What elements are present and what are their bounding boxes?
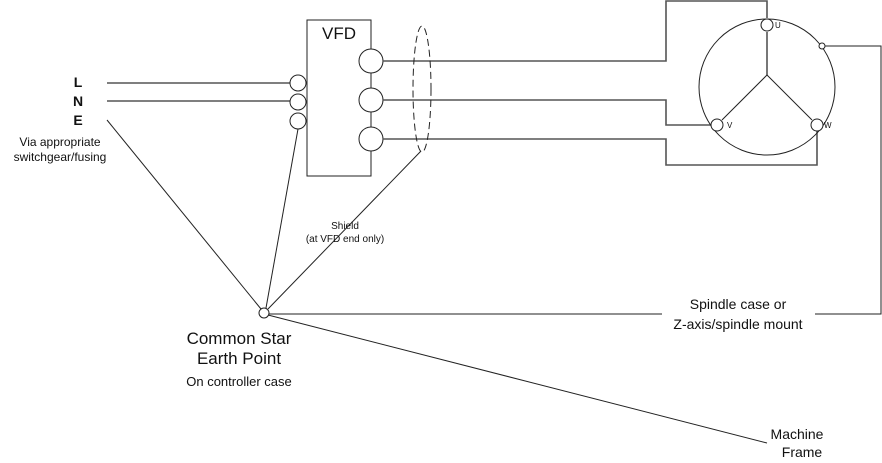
motor-terminal-u [760,18,774,32]
motor-terminal-v [710,118,724,132]
frame-label-2: Frame [782,444,823,460]
supply-label-n: N [73,93,83,109]
spindle-label: Spindle case or [690,296,787,312]
wire-u [383,0,768,62]
common-star-earth-point [258,307,270,319]
motor-earth-terminal [818,42,826,50]
wire-e-supply [106,119,262,310]
supply-note-2: switchgear/fusing [14,150,107,164]
star-point-label-2: Earth Point [197,349,281,368]
motor-terminal-w-label: W [824,121,832,130]
wire-e-vfd [265,128,299,309]
supply-note: Via appropriate [19,135,100,149]
frame-earth-wire [267,314,768,444]
star-point-note: On controller case [186,374,292,389]
cable-shield [412,25,432,153]
motor-terminal-w [810,118,824,132]
vfd-output-terminal-w [358,126,384,152]
wire-v [383,99,711,126]
supply-label-l: L [74,74,83,90]
motor-terminal-v-label: V [727,121,733,130]
winding-w [766,74,813,121]
shield-note: (at VFD end only) [306,234,384,245]
shield-label: Shield [331,221,359,232]
motor-terminal-u-label: U [775,21,781,30]
frame-label: Machine [771,426,824,442]
vfd-label: VFD [322,24,356,43]
winding-v [721,74,768,121]
spindle-label-2: Z-axis/spindle mount [673,316,802,332]
vfd-input-terminal-e [289,112,307,130]
vfd-output-terminal-v [358,87,384,113]
star-point-label: Common Star [187,329,292,348]
supply-label-e: E [73,112,82,128]
vfd-output-terminal-u [358,48,384,74]
vfd-input-terminal-n [289,93,307,111]
shield-earth-wire [267,150,422,310]
vfd-input-terminal-l [289,74,307,92]
wire-w [383,131,818,166]
spindle-earth-wire [815,45,882,315]
